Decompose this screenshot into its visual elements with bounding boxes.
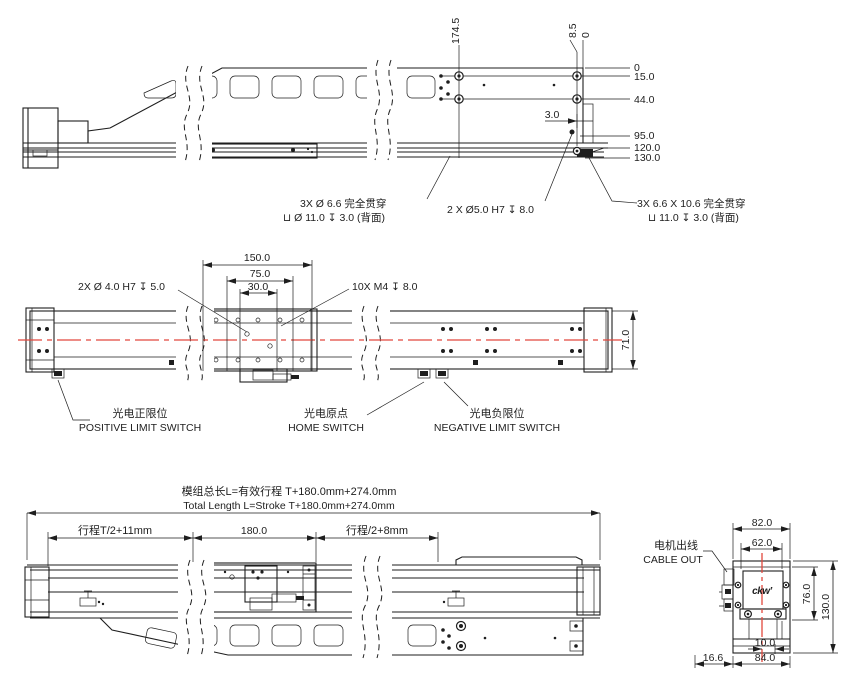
home-switch-label-cn: 光电原点 xyxy=(304,406,348,420)
dim-76-label: 76.0 xyxy=(801,584,813,605)
dim-0-horizontal-label: 0 xyxy=(580,32,592,38)
dim-130-label: 130.0 xyxy=(820,594,832,620)
note-tapped-holes: 10X M4 ↧ 8.0 xyxy=(352,281,418,293)
dim-10-label: 10.0 xyxy=(755,637,776,649)
total-length-title-en: Total Length L=Stroke T+180.0mm+274.0mm xyxy=(183,500,395,512)
side-view-labels: 174.5 8.5 0 0 15.0 44.0 95.0 120.0 130.0… xyxy=(283,18,746,224)
dim-84-label: 84.0 xyxy=(755,652,776,664)
plan-view-linework xyxy=(18,303,622,383)
dim-71-label: 71.0 xyxy=(620,330,632,351)
end-view-linework xyxy=(719,553,791,662)
dim-right-15: 15.0 xyxy=(634,71,655,83)
dim-180-label: 180.0 xyxy=(241,525,267,537)
note-dowel-holes: 2 X Ø5.0 H7 ↧ 8.0 xyxy=(447,204,534,216)
bottom-view-linework xyxy=(24,552,601,660)
negative-limit-switch-label-cn: 光电负限位 xyxy=(470,406,525,420)
total-length-title-cn: 模组总长L=有效行程 T+180.0mm+274.0mm xyxy=(182,484,397,498)
plan-view-dimensions xyxy=(57,260,638,421)
dim-right-130: 130.0 xyxy=(634,152,660,164)
positive-limit-switch-label-en: POSITIVE LIMIT SWITCH xyxy=(79,422,201,434)
cable-out-label-en: CABLE OUT xyxy=(643,554,703,566)
dim-150-label: 150.0 xyxy=(244,252,270,264)
dim-right-0: 0 xyxy=(634,62,640,74)
bottom-view-dimensions xyxy=(26,510,601,566)
dim-62-label: 62.0 xyxy=(752,537,773,549)
home-switch-label-en: HOME SWITCH xyxy=(288,422,364,434)
note-counterbore-left-line2: ⊔ Ø 11.0 ↧ 3.0 (背面) xyxy=(283,211,385,224)
dim-16-6-label: 16.6 xyxy=(703,652,724,664)
dim-right-44: 44.0 xyxy=(634,94,655,106)
dim-30-label: 30.0 xyxy=(248,281,269,293)
dim-75-label: 75.0 xyxy=(250,268,271,280)
positive-limit-switch-label-cn: 光电正限位 xyxy=(113,406,168,420)
note-counterbore-right-line2: ⊔ 11.0 ↧ 3.0 (背面) xyxy=(648,211,739,224)
negative-limit-switch-label-en: NEGATIVE LIMIT SWITCH xyxy=(434,422,560,434)
dim-right-120: 120.0 xyxy=(634,142,660,154)
side-view-linework xyxy=(22,56,608,170)
dim-right-95: 95.0 xyxy=(634,130,655,142)
note-counterbore-right-line1: 3X 6.6 X 10.6 完全贯穿 xyxy=(637,197,746,210)
end-view-labels: 电机出线 CABLE OUT 82.0 62.0 76.0 130.0 10.0… xyxy=(643,517,832,664)
note-dowel-pins: 2X Ø 4.0 H7 ↧ 5.0 xyxy=(78,281,165,293)
brand-logo: ckw’ xyxy=(752,586,772,597)
plan-view-labels: 150.0 75.0 30.0 2X Ø 4.0 H7 ↧ 5.0 10X M4… xyxy=(78,252,632,434)
bottom-view-labels: 模组总长L=有效行程 T+180.0mm+274.0mm Total Lengt… xyxy=(78,484,408,537)
dim-8-5-label: 8.5 xyxy=(567,23,579,38)
dim-stroke-right-label: 行程/2+8mm xyxy=(346,524,408,537)
dim-stroke-left-label: 行程T/2+11mm xyxy=(78,524,152,537)
dim-174-5-label: 174.5 xyxy=(450,18,462,44)
side-view-dimensions xyxy=(426,39,638,204)
note-counterbore-left-line1: 3X Ø 6.6 完全贯穿 xyxy=(300,197,386,210)
dim-82-label: 82.0 xyxy=(752,517,773,529)
end-view-dimensions xyxy=(694,523,838,668)
dim-3-0-label: 3.0 xyxy=(545,109,560,121)
cable-out-label-cn: 电机出线 xyxy=(654,538,698,552)
